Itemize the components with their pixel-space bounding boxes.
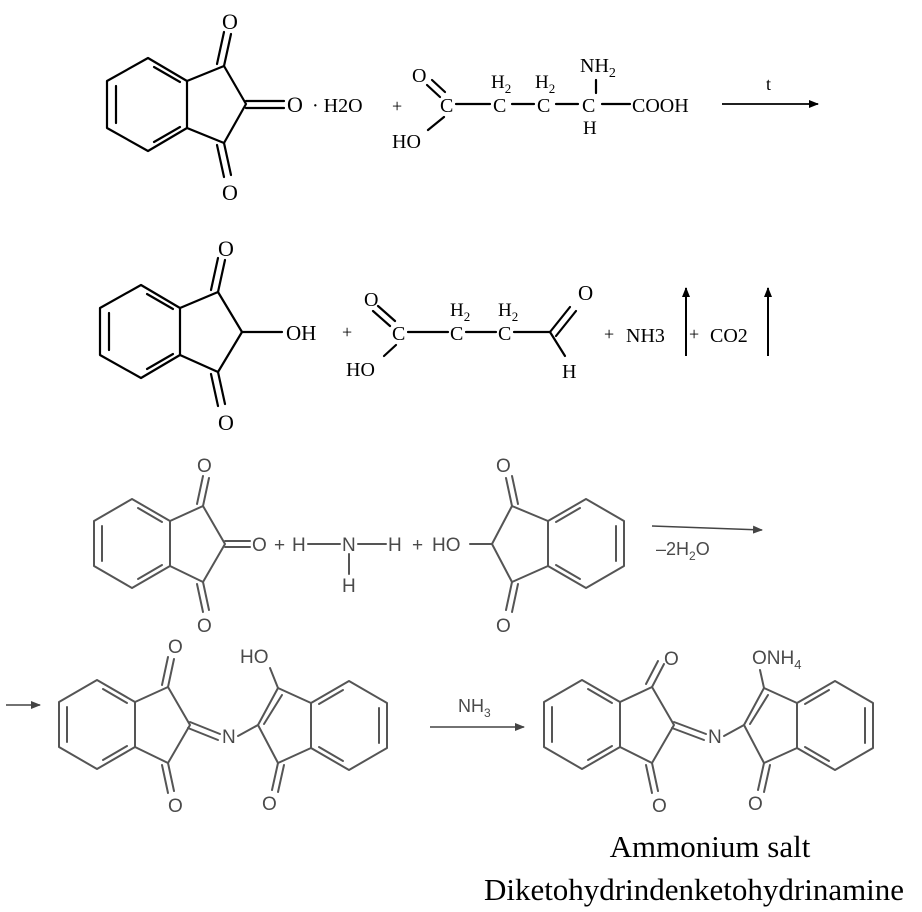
ninhydrin-benzene-ring <box>105 56 189 153</box>
hydrindantin-five-ring <box>178 256 284 408</box>
salt-benzene-ring-left <box>543 679 621 770</box>
product-benzene-ring-left <box>58 679 136 770</box>
carbonyl-oxygen: O <box>412 65 426 87</box>
methylene-hydrogen-2: H2 <box>498 300 518 324</box>
ammonia-hydrogen-right: H <box>388 535 402 556</box>
salt-five-ring-right <box>743 669 798 793</box>
plus-sign: + <box>274 535 285 556</box>
methylene-carbon-1: C <box>493 95 506 117</box>
ninhydrin-benzene-ring <box>93 498 171 589</box>
hydrindantin-oxygen-top: O <box>496 456 511 477</box>
hydrate-label: · H2O <box>312 95 363 117</box>
plus-sign: + <box>604 324 614 344</box>
product-imine: O HO N O O <box>58 637 388 817</box>
carbon-dioxide-label: CO2 <box>710 325 748 347</box>
carboxyl-carbon: C <box>392 323 405 345</box>
ninhydrin-oxygen-bottom: O <box>222 180 238 205</box>
ninhydrin-oxygen-top: O <box>222 9 238 34</box>
hydroxyl-label: HO <box>432 535 461 556</box>
dehydration-arrow: –2H2O <box>651 525 763 563</box>
alpha-carbon: C <box>582 95 595 117</box>
imine-nitrogen: N <box>222 727 236 748</box>
product-five-ring-left <box>134 656 259 794</box>
ammonia-gas-label: NH3 <box>626 325 665 347</box>
product-five-ring-right <box>257 667 312 793</box>
cooh-group: COOH <box>632 95 689 117</box>
aldehyde-hydrogen: H <box>562 361 576 383</box>
hydrindantin-benzene-ring <box>547 498 625 589</box>
plus-sign: + <box>689 324 699 344</box>
product-oxygen-bottom-left: O <box>168 796 183 817</box>
product-oxygen-bottom-right: O <box>262 794 277 815</box>
hydrindantin-oxygen-top: O <box>218 236 234 261</box>
ninhydrin-oxygen-right: O <box>252 535 267 556</box>
salt-benzene-ring-right <box>796 680 874 771</box>
methylene-hydrogen-1: H2 <box>491 72 511 96</box>
heat-label: t <box>766 74 771 94</box>
salt-oxygen-bottom-right: O <box>748 794 763 815</box>
product-benzene-ring-right <box>310 680 388 771</box>
hydroxyl-group: HO <box>346 359 375 381</box>
hydroxyl-label: OH <box>286 321 316 345</box>
methylene-hydrogen-1: H2 <box>450 300 470 324</box>
alpha-hydrogen: H <box>583 118 597 139</box>
ninhydrin-oxygen-top: O <box>197 456 212 477</box>
methylene-carbon-1: C <box>450 323 463 345</box>
product-oxygen-top: O <box>168 637 183 658</box>
caption-line-1: Ammonium salt <box>610 829 811 864</box>
ninhydrin-oxygen-right: O <box>287 92 303 117</box>
hydrindantin-oxygen-bottom: O <box>218 410 234 435</box>
hydrindantin-five-ring <box>469 475 549 613</box>
hydroxyl-group: HO <box>392 131 421 153</box>
hydrindantin: O OH O <box>98 236 316 435</box>
glutamic-acid: O C HO C H2 C H2 NH2 C H COOH <box>392 55 689 153</box>
methylene-hydrogen-2: H2 <box>535 72 555 96</box>
hydrindantin-reactant: HO O O <box>432 456 625 637</box>
ninhydrin-anhydrous: O O O <box>93 456 267 637</box>
ninhydrin-hydrate: O O O · H2O <box>105 9 363 205</box>
ammonia-nitrogen: N <box>342 535 356 556</box>
ninhydrin-five-ring <box>169 475 251 613</box>
dehydration-label: –2H2O <box>656 539 710 563</box>
ammonium-oxide-label: ONH4 <box>752 648 801 672</box>
amino-group: NH2 <box>580 55 616 81</box>
ammonia-molecule: H N H H <box>292 535 402 597</box>
ammonia-arrow: NH3 <box>430 696 525 731</box>
enol-hydroxyl: HO <box>240 647 269 668</box>
succinic-semialdehyde: O C HO C H2 C H2 O H <box>346 281 593 383</box>
ammonia-hydrogen-left: H <box>292 535 306 556</box>
salt-oxygen-bottom-left: O <box>652 796 667 817</box>
methylene-carbon-2: C <box>498 323 511 345</box>
methylene-carbon-2: C <box>537 95 550 117</box>
plus-sign: + <box>412 535 423 556</box>
salt-five-ring-left <box>619 660 745 794</box>
caption-line-2: Diketohydrindenketohydrinamine <box>484 872 904 907</box>
carbonyl-oxygen: O <box>364 289 378 311</box>
plus-sign: + <box>392 96 402 116</box>
hydrindantin-oxygen-bottom: O <box>496 616 511 637</box>
hydrindantin-benzene-ring <box>98 283 182 380</box>
product-ammonium-salt: O ONH4 N O O <box>543 648 874 817</box>
ammonia-arrow-label: NH3 <box>458 696 491 720</box>
ammonia-hydrogen-bottom: H <box>342 576 356 597</box>
salt-oxygen-top: O <box>664 649 679 670</box>
salt-imine-nitrogen: N <box>708 727 722 748</box>
ninhydrin-oxygen-bottom: O <box>197 616 212 637</box>
carboxyl-carbon: C <box>440 95 453 117</box>
ninhydrin-five-ring <box>185 30 286 179</box>
heat-arrow: t <box>722 74 819 108</box>
aldehyde-oxygen: O <box>578 281 593 305</box>
plus-sign: + <box>342 322 352 342</box>
